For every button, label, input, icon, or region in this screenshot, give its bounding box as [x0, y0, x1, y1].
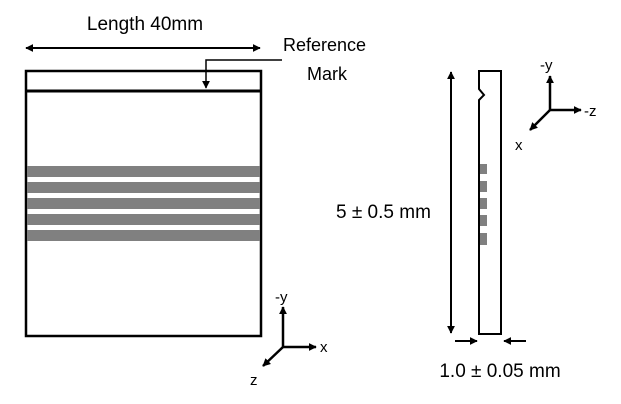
axis-right-label: -z	[584, 103, 597, 120]
height-label: 5 ± 0.5 mm	[336, 202, 431, 223]
stripe	[27, 198, 260, 209]
side-stripes	[480, 164, 487, 245]
length-label: Length 40mm	[87, 14, 203, 35]
side-view: 5 ± 0.5 mm 1.0 ± 0.05 mm -y -z x	[336, 57, 597, 382]
axis-up-label: -y	[275, 289, 288, 306]
stripe-square	[480, 215, 487, 226]
front-axes: -y x z	[250, 289, 328, 389]
axis-right-label: x	[320, 339, 328, 356]
axis-diag-arrow	[529, 109, 551, 131]
specimen-side-outline	[478, 70, 502, 335]
axis-diag-label: z	[250, 372, 258, 389]
stripe-square	[480, 181, 487, 192]
stripe-square	[480, 233, 487, 245]
stripe-square	[480, 164, 487, 174]
side-axes: -y -z x	[515, 57, 597, 154]
stripe	[27, 182, 260, 193]
reference-label-line1: Reference	[283, 35, 366, 55]
axis-diag-arrow	[262, 346, 284, 367]
stripe	[27, 166, 260, 177]
stripe	[27, 230, 260, 241]
reference-label-line2: Mark	[307, 64, 348, 84]
reference-mark-leader	[202, 59, 282, 89]
specimen-front-outline	[24, 69, 263, 338]
stripe-square	[480, 198, 487, 209]
stripe	[27, 214, 260, 225]
thickness-label: 1.0 ± 0.05 mm	[439, 361, 560, 382]
front-stripes	[27, 166, 260, 241]
axis-up-label: -y	[540, 57, 553, 74]
axis-diag-label: x	[515, 137, 523, 154]
front-view: Length 40mm Reference Mark -y x z	[24, 14, 366, 389]
